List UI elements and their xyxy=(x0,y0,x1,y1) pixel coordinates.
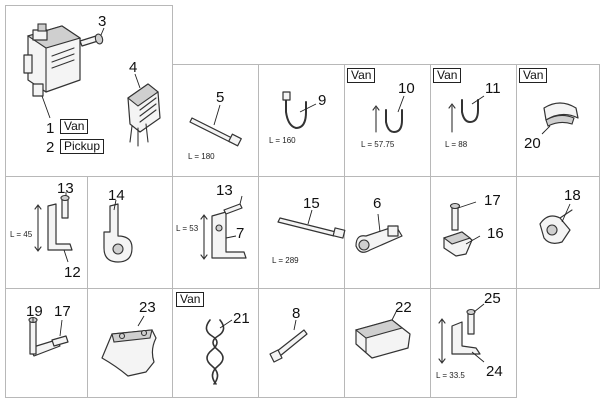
part-number-16: 16 xyxy=(487,225,504,242)
bracket-icon xyxy=(438,303,485,364)
part-number-13a: 13 xyxy=(57,180,74,197)
connector-icon xyxy=(127,73,161,147)
part-number-2: 2 xyxy=(46,139,55,156)
length-label-part-9: L = 160 xyxy=(269,136,296,145)
variant-tag-part-1: Van xyxy=(60,119,89,134)
cell-part-8 xyxy=(258,288,345,398)
length-label-part-7: L = 53 xyxy=(176,224,199,233)
relay-module-icon xyxy=(23,23,82,119)
part-number-14: 14 xyxy=(108,187,125,204)
clamp-icon xyxy=(355,213,403,253)
cable-tie-icon xyxy=(277,209,346,239)
clip-icon xyxy=(282,91,317,130)
part-number-4: 4 xyxy=(129,59,138,76)
cell-part-12-13 xyxy=(5,176,88,289)
cell-part-17-19 xyxy=(5,288,88,398)
length-label-part-15: L = 289 xyxy=(272,256,299,265)
cable-tie-icon xyxy=(189,104,242,147)
bracket-icon xyxy=(354,311,411,359)
part-number-15: 15 xyxy=(303,195,320,212)
variant-tag-part-21: Van xyxy=(176,292,205,307)
clip-icon xyxy=(372,95,405,134)
part-number-13b: 13 xyxy=(216,182,233,199)
part-number-17b: 17 xyxy=(54,303,71,320)
part-number-24: 24 xyxy=(486,363,503,380)
clip-icon xyxy=(103,199,133,263)
part-number-1: 1 xyxy=(46,120,55,137)
cell-part-16-17 xyxy=(430,176,517,289)
bolt-icon xyxy=(269,319,308,363)
part-number-5: 5 xyxy=(216,89,225,106)
part-number-22: 22 xyxy=(395,299,412,316)
clip-icon xyxy=(205,319,233,385)
clip-icon xyxy=(448,95,485,133)
cell-part-14 xyxy=(87,176,173,289)
cell-part-24-25 xyxy=(430,288,517,398)
part-number-8: 8 xyxy=(292,305,301,322)
bracket-icon xyxy=(34,192,73,263)
bolt-icon xyxy=(28,316,69,357)
part-number-12: 12 xyxy=(64,264,81,281)
variant-tag-part-11: Van xyxy=(433,68,462,83)
length-label-part-11: L = 88 xyxy=(445,140,468,149)
part-number-10: 10 xyxy=(398,80,415,97)
part-number-20: 20 xyxy=(524,135,541,152)
part-number-23: 23 xyxy=(139,299,156,316)
bracket-icon xyxy=(200,195,247,260)
length-label-part-12: L = 45 xyxy=(10,230,33,239)
bolt-icon xyxy=(79,27,105,47)
length-label-part-24: L = 33.5 xyxy=(436,371,465,380)
variant-tag-part-2: Pickup xyxy=(60,139,105,154)
part-number-17a: 17 xyxy=(484,192,501,209)
length-label-part-5: L = 180 xyxy=(188,152,215,161)
clamp-icon xyxy=(539,203,573,244)
bracket-icon xyxy=(101,315,157,377)
part-number-3: 3 xyxy=(98,13,107,30)
part-number-21: 21 xyxy=(233,310,250,327)
part-number-9: 9 xyxy=(318,92,327,109)
part-number-19: 19 xyxy=(26,303,43,320)
bracket-icon xyxy=(442,201,481,257)
part-number-18: 18 xyxy=(564,187,581,204)
variant-tag-part-10: Van xyxy=(347,68,376,83)
part-number-25: 25 xyxy=(484,290,501,307)
part-number-6: 6 xyxy=(373,195,382,212)
part-number-11: 11 xyxy=(485,80,501,97)
clamp-icon xyxy=(541,102,579,135)
variant-tag-part-20: Van xyxy=(519,68,548,83)
length-label-part-10: L = 57.75 xyxy=(361,140,395,149)
part-number-7: 7 xyxy=(236,225,245,242)
